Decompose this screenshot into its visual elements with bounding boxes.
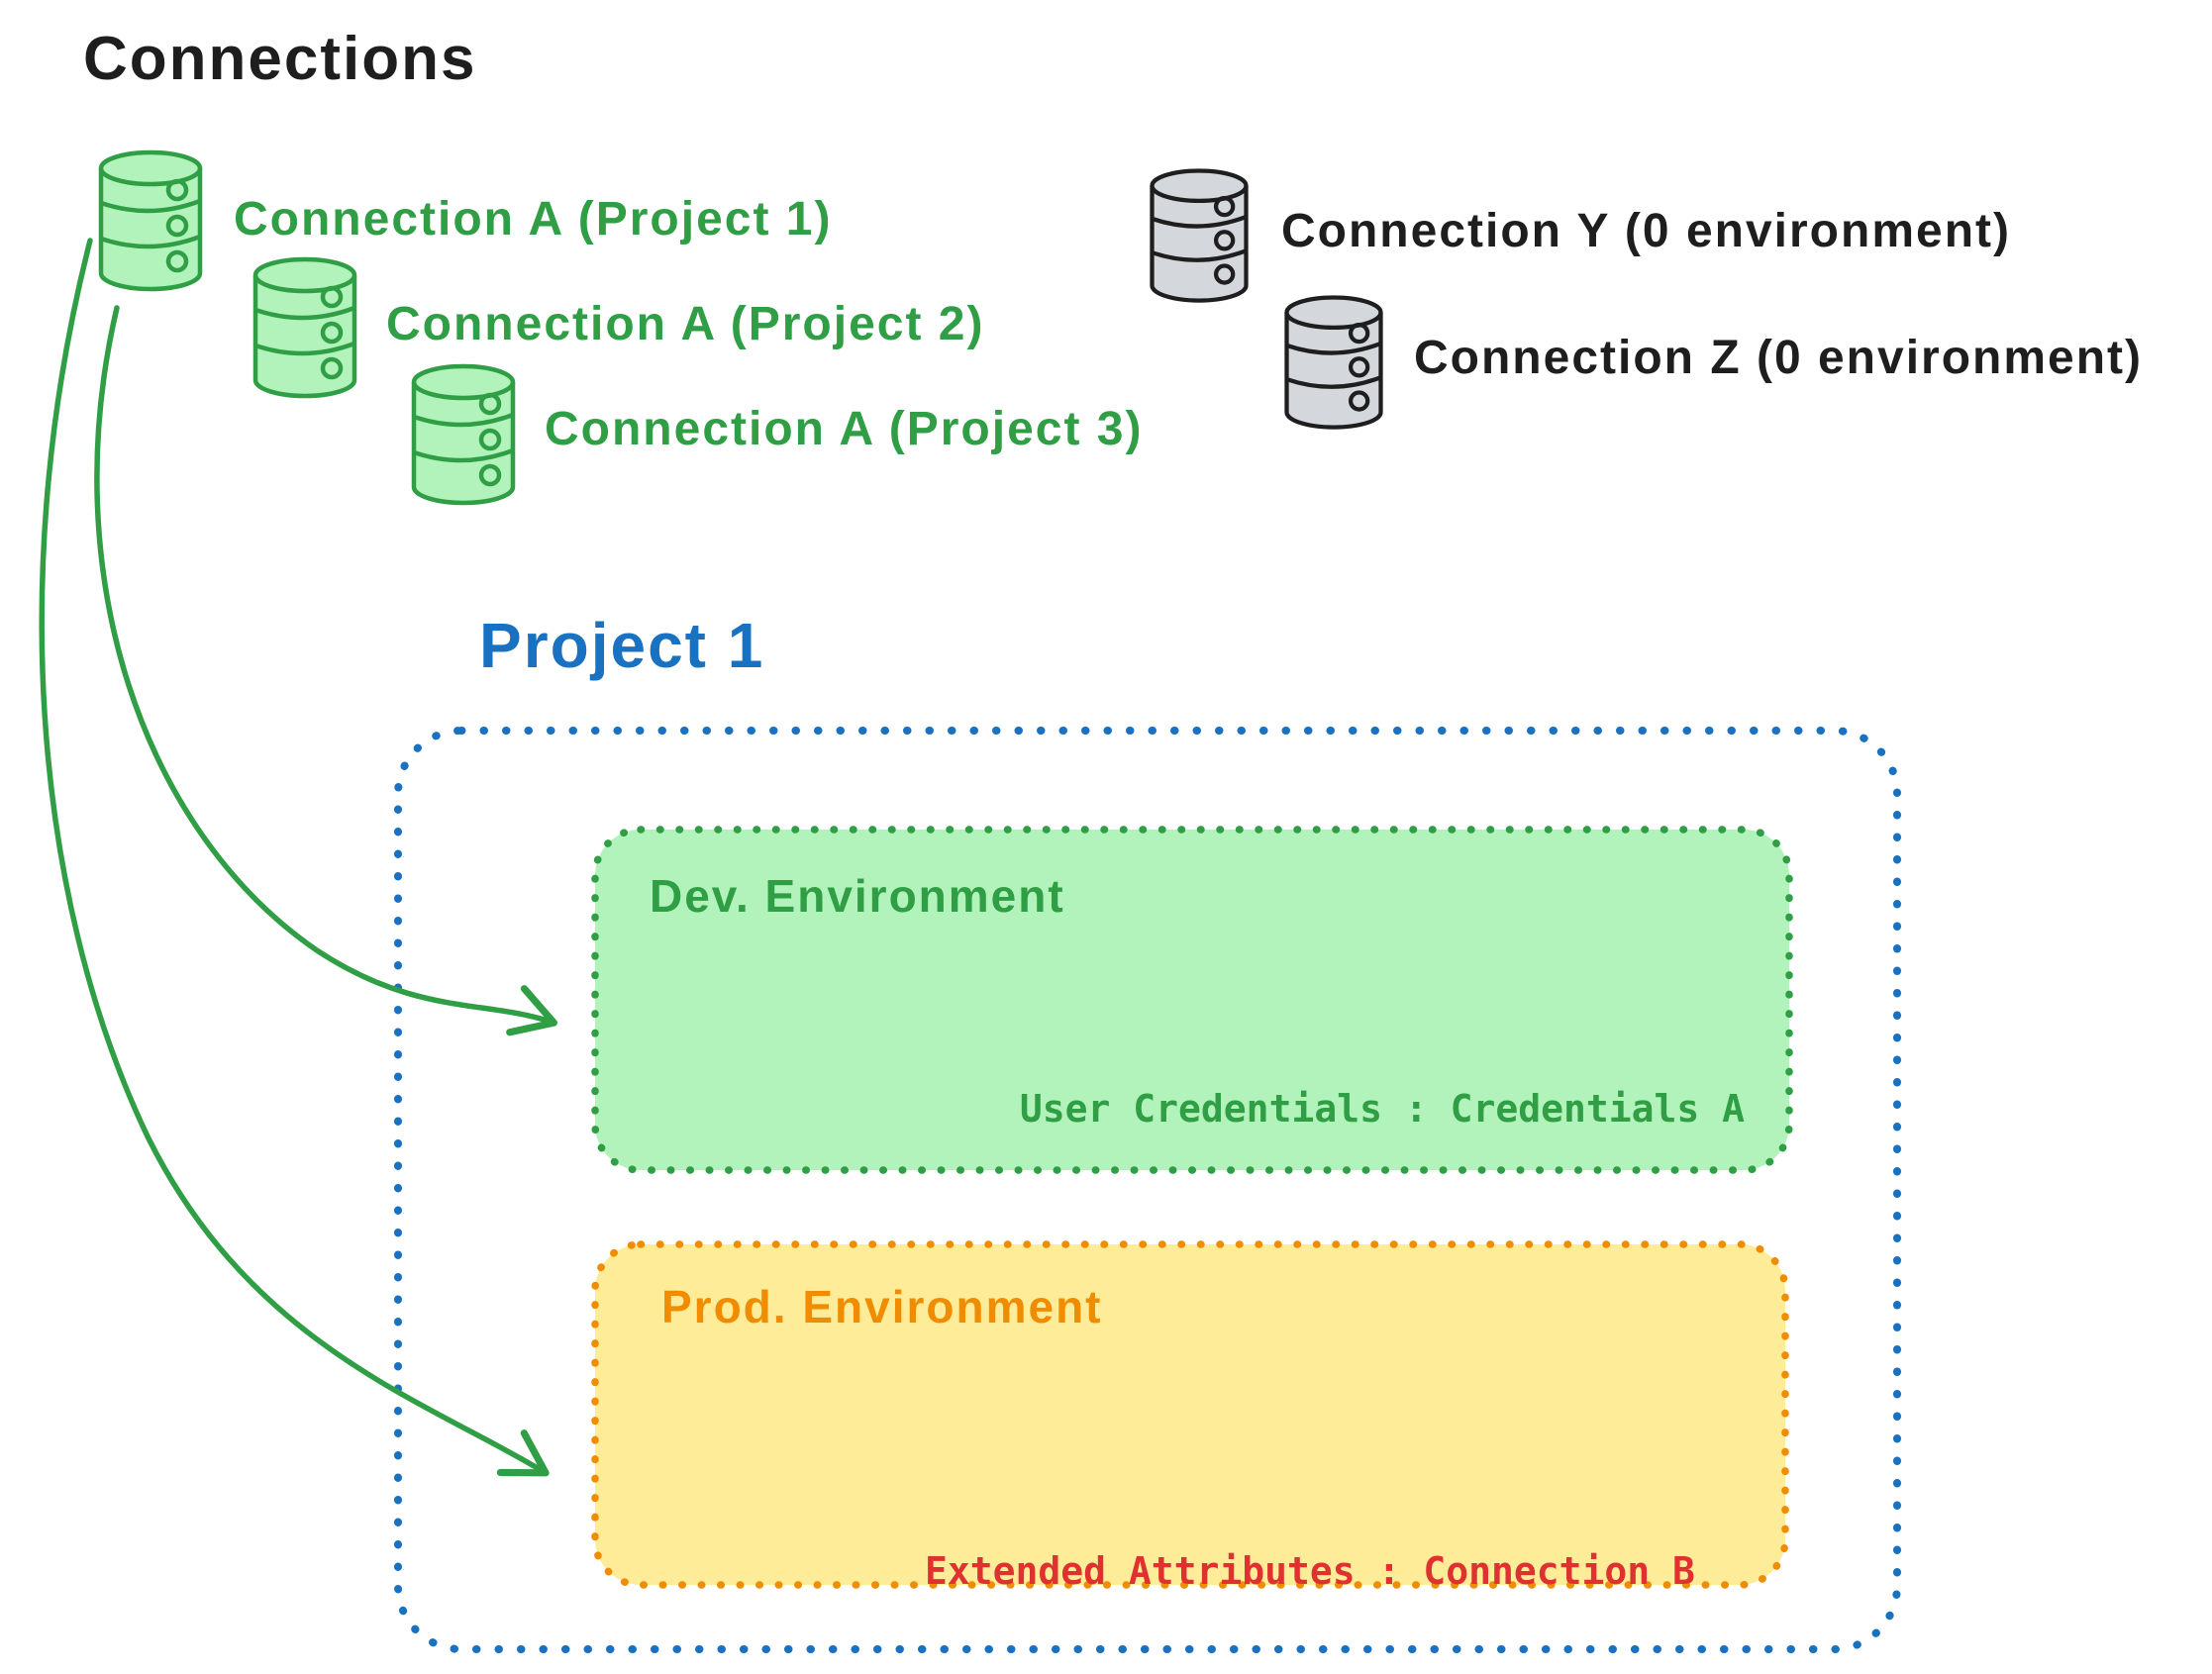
prod-mapping-line-1: Extended Attributes : Connection B [925,1549,1695,1593]
prod-mappings-block: Extended Attributes : Connection B Ext.A… [925,1447,1718,1674]
connection-a-project-3-label: Connection A (Project 3) [545,403,1144,455]
curved-arrow-icon-to-prod [39,238,550,1477]
connection-z-label: Connection Z (0 environment) [1414,332,2144,384]
connection-y-label: Connection Y (0 environment) [1281,205,2011,257]
connection-a-project-1-label: Connection A (Project 1) [234,193,833,246]
project-1-title: Project 1 [479,610,765,681]
database-icon-connection-a-project-3 [411,363,516,506]
dev-environment-title: Dev. Environment [650,870,1065,922]
database-icon-connection-a-project-1 [98,149,203,292]
database-icon-connection-y [1150,168,1249,303]
prod-environment-title: Prod. Environment [661,1281,1103,1332]
connections-title: Connections [83,25,477,93]
dev-credentials-mapping: User Credentials : Credentials A [1019,1087,1745,1131]
database-icon-connection-a-project-2 [252,256,357,399]
database-icon-connection-z [1284,295,1383,430]
connection-a-project-2-label: Connection A (Project 2) [386,298,985,350]
